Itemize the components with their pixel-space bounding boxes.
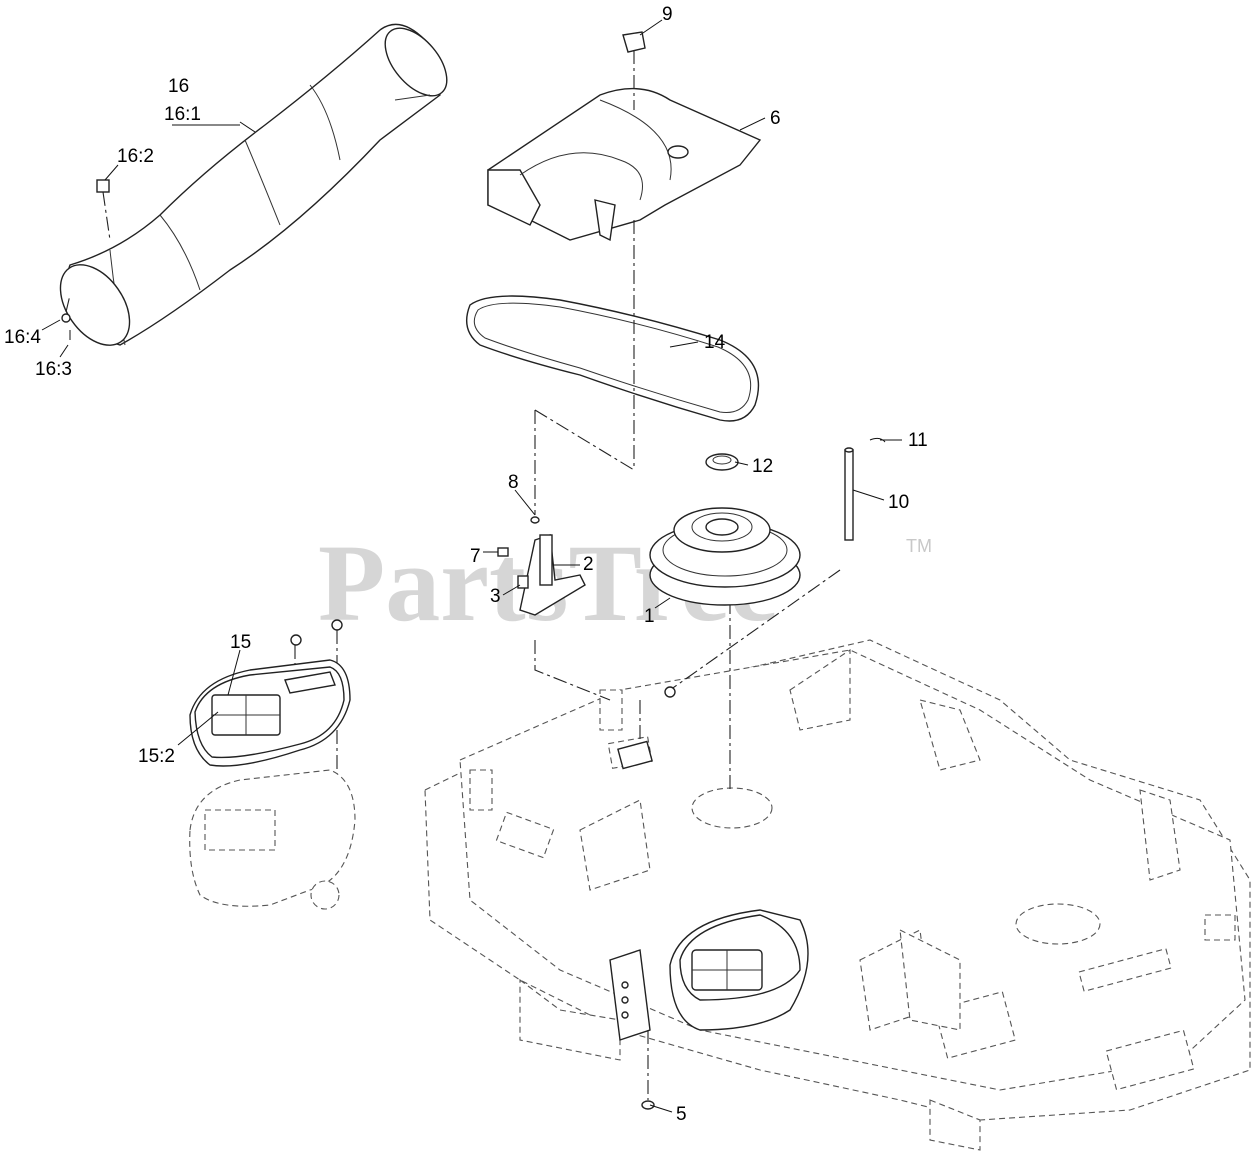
callout-10: 10 — [888, 492, 909, 513]
belt-cover — [487, 87, 762, 242]
callout-16: 16 — [168, 76, 189, 97]
blower-tube — [59, 23, 448, 346]
callout-5: 5 — [676, 1104, 687, 1125]
cover-knob — [622, 31, 646, 110]
callout-1: 1 — [644, 606, 655, 627]
pulley-cap — [705, 453, 739, 471]
callout-8: 8 — [508, 472, 519, 493]
tube-knob — [96, 179, 111, 241]
callout-15-2: 15:2 — [138, 746, 175, 767]
callout-9: 9 — [662, 4, 673, 25]
leader-lines — [41, 19, 902, 1113]
callout-16-4: 16:4 — [4, 327, 41, 348]
drive-belt — [466, 295, 760, 422]
mower-deck — [424, 639, 1251, 1151]
callout-14: 14 — [704, 332, 726, 353]
idler-bracket — [519, 534, 586, 616]
tube-washer-screw — [61, 294, 71, 340]
callout-15: 15 — [230, 632, 251, 653]
callout-16-1: 16:1 — [164, 104, 201, 125]
callout-12: 12 — [752, 456, 773, 477]
discharge-cover-ghost — [189, 769, 356, 910]
deck-fasteners — [617, 686, 676, 1110]
callout-7: 7 — [470, 546, 481, 567]
pivot-pin — [844, 437, 886, 541]
callout-6: 6 — [770, 108, 781, 129]
watermark-trademark: TM — [906, 536, 932, 556]
clutch-pulley — [649, 507, 801, 606]
callout-labels: 16 16:1 16:2 16:4 16:3 9 6 14 11 12 10 8… — [4, 4, 928, 1125]
deck-discharge-cover — [609, 909, 809, 1041]
callout-2: 2 — [583, 554, 594, 575]
callout-3: 3 — [490, 586, 501, 607]
callout-11: 11 — [908, 430, 928, 451]
callout-16-2: 16:2 — [117, 146, 154, 167]
callout-16-3: 16:3 — [35, 359, 72, 380]
